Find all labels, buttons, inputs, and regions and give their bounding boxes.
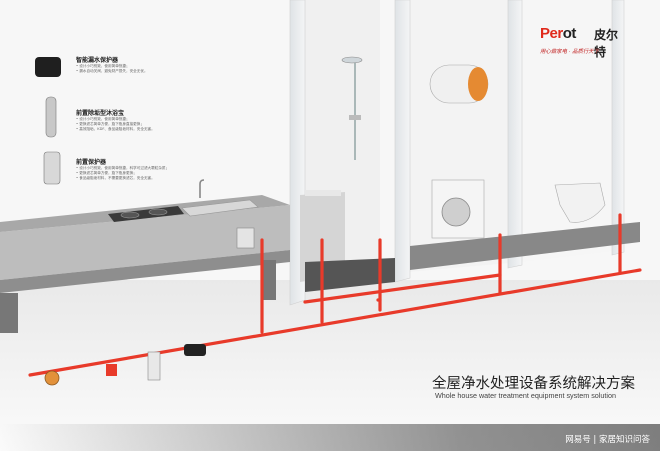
counter-leg [262, 260, 276, 300]
product-desc: • 设计小巧别致，使用简单快捷； • 漏水自动关阀，避免财产损失，安全无忧。 [76, 64, 148, 73]
shower-valve [349, 115, 361, 120]
product-title: 前置保护器 [76, 159, 107, 166]
brand-wordmark: Perot [540, 25, 576, 42]
wash-basin [305, 190, 341, 196]
rear-wall-base [410, 222, 640, 270]
burner [148, 208, 168, 216]
water-heater-end [468, 67, 488, 101]
brand-chinese: 皮尔特 [594, 28, 619, 59]
counter-front [0, 205, 290, 280]
purifier-unit [236, 227, 255, 249]
leak-protector-icon [35, 57, 61, 77]
footer-bar [0, 424, 660, 451]
counter-leg [0, 293, 18, 333]
kitchen-sink [181, 199, 259, 217]
sink-faucet [199, 179, 205, 198]
burner [120, 211, 140, 219]
pre-filter [147, 351, 161, 381]
headline-cn: 全屋净水处理设备系统解决方案 [432, 376, 635, 392]
watermark-source: 网易号 | 家居知识问答 [565, 435, 650, 445]
leak-protector-floor [184, 344, 206, 356]
shower-head [341, 56, 363, 64]
product-desc: • 设计小巧别致，使用简单快捷，科学可过滤大颗粒杂质； • 更换滤芯简单方便，旋… [76, 166, 170, 180]
glass-partition [611, 0, 625, 256]
headline-en: Whole house water treatment equipment sy… [435, 391, 616, 400]
brand-logo: Perot 皮尔特 用心做家电 · 品质行天下 [540, 25, 628, 65]
glass-partition [507, 0, 523, 269]
product-title: 前置除垢型沐浴宝 [76, 110, 125, 117]
toilet [554, 182, 606, 223]
pre-filter-icon [43, 151, 61, 185]
brand-slogan: 用心做家电 · 品质行天下 [540, 49, 600, 55]
water-meter [44, 370, 60, 386]
product-title: 智能漏水保护器 [76, 57, 119, 64]
bath-cabinet [300, 192, 345, 282]
counter-edge [0, 250, 290, 293]
product-desc: • 设计小巧别致，使用简单快捷； • 更换滤芯简单方便，旋下瓶身直接更换； • … [76, 117, 155, 131]
washer-door [441, 197, 471, 227]
valve [106, 364, 117, 376]
glass-partition [394, 0, 411, 283]
shower-filter-icon [45, 96, 57, 138]
water-pipes [28, 213, 642, 377]
shower-floor [305, 258, 395, 292]
